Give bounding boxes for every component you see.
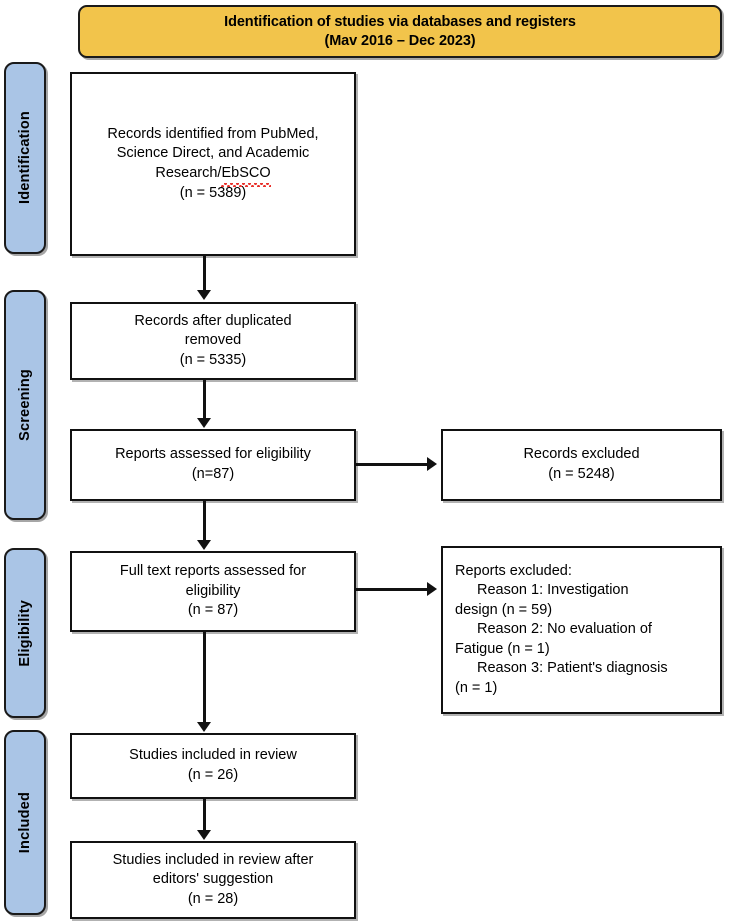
reports-assessed-count: (n=87) [191,466,235,482]
reports-excluded-reason1-line1: Reason 1: Investigation [477,582,629,599]
connector-included-to-editors [203,799,206,833]
records-excluded-count: (n = 5248) [548,466,615,482]
connector-assessed-to-excluded [356,463,428,466]
diagram-header-banner: Identification of studies via databases … [78,5,722,58]
arrow-fulltext-to-included [197,722,211,732]
spellcheck-error-ebsco: EbSCO [221,164,271,187]
connector-assessed-to-fulltext [203,501,206,543]
studies-included-editors-line1: Studies included in review after [112,851,314,868]
connector-identified-to-duplicates [203,256,206,292]
header-title-line2: (Mav 2016 – Dec 2023) [324,32,476,49]
stage-tab-screening-label: Screening [17,369,33,441]
stage-tab-eligibility: Eligibility [4,548,46,718]
box-studies-included-after-editors: Studies included in review after editors… [70,841,356,919]
fulltext-assessed-count: (n = 87) [187,602,239,619]
arrow-identified-to-duplicates [197,290,211,300]
reports-excluded-reason2-line1: Reason 2: No evaluation of [477,621,652,638]
reports-excluded-reason2-line2: Fatigue (n = 1) [455,640,550,657]
arrow-included-to-editors [197,830,211,840]
records-identified-count: (n = 5389) [179,184,247,201]
records-identified-line2: Science Direct, and Academic [116,145,310,162]
studies-included-line1: Studies included in review [129,747,297,764]
connector-fulltext-to-reports-excluded [356,588,428,591]
stage-tab-included-label: Included [17,791,33,854]
duplicates-removed-count: (n = 5335) [179,351,247,368]
box-records-identified: Records identified from PubMed, Science … [70,72,356,256]
arrow-fulltext-to-reports-excluded [427,582,437,596]
stage-tab-eligibility-label: Eligibility [17,599,33,667]
header-title-line1: Identification of studies via databases … [224,14,576,31]
stage-tab-identification: Identification [4,62,46,254]
box-reports-excluded: Reports excluded: Reason 1: Investigatio… [441,546,722,714]
records-identified-line3-prefix: Research/ [155,165,222,181]
fulltext-assessed-line2: eligibility [185,582,241,599]
box-duplicates-removed: Records after duplicated removed (n = 53… [70,302,356,380]
records-identified-line1: Records identified from PubMed, [107,125,319,142]
reports-excluded-reason3-line2: (n = 1) [455,679,498,696]
connector-fulltext-to-included [203,632,206,725]
box-reports-assessed: Reports assessed for eligibility (n=87) [70,429,356,501]
box-studies-included: Studies included in review (n = 26) [70,733,356,799]
reports-excluded-reason3-line1: Reason 3: Patient's diagnosis [477,660,668,677]
arrow-duplicates-to-assessed [197,418,211,428]
stage-tab-identification-label: Identification [17,111,33,205]
connector-duplicates-to-assessed [203,380,206,420]
arrow-assessed-to-excluded [427,457,437,471]
reports-assessed-line1: Reports assessed for eligibility [115,446,311,463]
stage-tab-included: Included [4,730,46,915]
box-fulltext-assessed: Full text reports assessed for eligibili… [70,551,356,632]
duplicates-removed-line2: removed [184,332,242,349]
reports-excluded-reason1-line2: design (n = 59) [455,601,553,618]
studies-included-editors-count: (n = 28) [187,890,239,907]
arrow-assessed-to-fulltext [197,540,211,550]
fulltext-assessed-line1: Full text reports assessed for [119,563,307,580]
stage-tab-screening: Screening [4,290,46,520]
records-identified-line3: Research/EbSCO [155,164,271,187]
records-excluded-line1: Records excluded [523,446,640,463]
duplicates-removed-line1: Records after duplicated [134,312,292,329]
studies-included-editors-line2: editors' suggestion [152,871,274,888]
box-records-excluded: Records excluded (n = 5248) [441,429,722,501]
studies-included-count: (n = 26) [187,767,239,783]
reports-excluded-title: Reports excluded: [455,562,572,579]
